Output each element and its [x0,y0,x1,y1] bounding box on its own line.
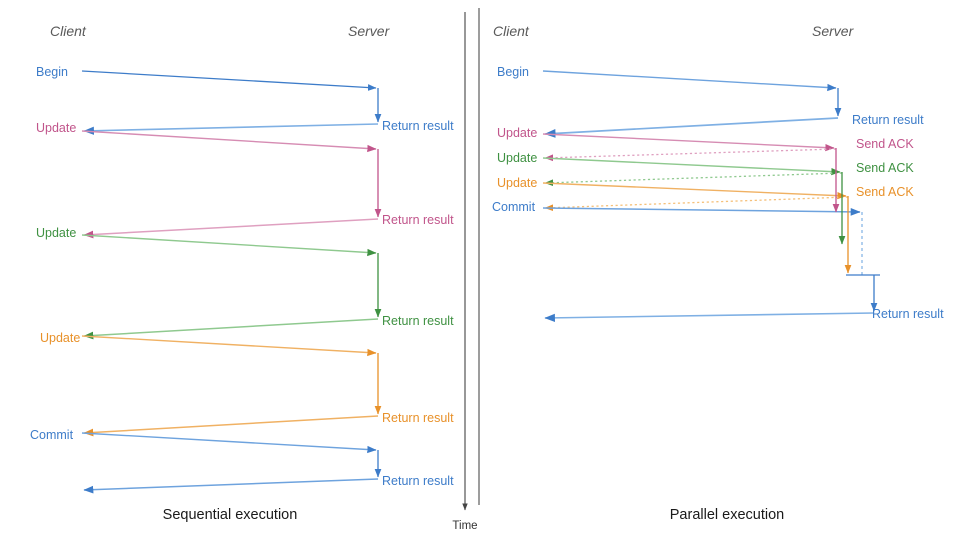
message-commit-parallel: Commit [492,200,861,216]
message-label-update: Update [497,126,537,140]
message-return-result-2-sequential: Return result [83,149,454,239]
message-return-result-4-sequential: Return result [83,353,454,437]
message-label-send-ack: Send ACK [856,137,914,151]
message-label-return-result: Return result [382,119,454,133]
message-update-1-sequential: Update [36,121,377,153]
panel-sequential: Client Server Begin Return result Update [30,23,454,523]
message-label-begin: Begin [36,65,68,79]
message-label-return-result: Return result [382,474,454,488]
message-arrow-dashed [544,196,849,212]
panel-parallel: Client Server Begin Return result Update… [492,23,944,523]
message-begin-sequential: Begin [36,65,377,91]
message-update-2-parallel: Update [497,151,841,176]
message-update-1-parallel: Update [497,126,835,152]
message-return-result-2-parallel: Return result [544,307,944,323]
message-label-commit: Commit [30,428,74,442]
message-update-3-parallel: Update [497,176,847,200]
message-send-ack-2-parallel: Send ACK [544,161,914,187]
message-arrow [81,335,377,357]
message-label-return-result: Return result [382,314,454,328]
message-arrow [544,117,839,138]
panel-caption-parallel: Parallel execution [670,507,784,523]
message-label-return-result: Return result [852,113,924,127]
message-label-update: Update [497,176,537,190]
message-return-result-1-sequential: Return result [83,88,454,135]
message-arrow [81,234,377,257]
actor-label-server-parallel: Server [812,23,855,39]
message-arrow [542,182,847,200]
message-arrow-dashed [544,148,837,162]
message-arrow [81,130,377,153]
message-arrow [83,318,379,340]
message-return-result-1-parallel: Return result [544,88,924,138]
message-arrow [83,218,379,239]
message-commit-sequential: Commit [30,428,377,454]
actor-label-client-parallel: Client [493,23,530,39]
message-arrow [542,207,861,216]
message-return-result-3-sequential: Return result [83,253,454,340]
actor-label-client-sequential: Client [50,23,87,39]
message-update-2-sequential: Update [36,226,377,257]
message-begin-parallel: Begin [497,65,837,92]
message-label-return-result: Return result [872,307,944,321]
message-arrow [81,432,377,454]
message-label-send-ack: Send ACK [856,185,914,199]
time-axis: Time [452,12,478,532]
message-label-begin: Begin [497,65,529,79]
message-arrow [542,133,835,152]
message-label-return-result: Return result [382,411,454,425]
message-label-update: Update [36,226,76,240]
message-label-commit: Commit [492,200,536,214]
message-arrow [544,312,875,323]
message-update-3-sequential: Update [40,331,377,357]
message-send-ack-1-parallel: Send ACK [544,137,914,162]
message-arrow [83,123,379,135]
message-arrow [83,415,379,437]
message-return-result-5-sequential: Return result [83,450,454,494]
message-label-send-ack: Send ACK [856,161,914,175]
message-label-update: Update [497,151,537,165]
message-label-update: Update [36,121,76,135]
time-axis-label: Time [452,520,477,532]
message-arrow [542,157,841,176]
actor-label-server-sequential: Server [348,23,391,39]
message-arrow [81,70,377,91]
message-send-ack-3-parallel: Send ACK [544,185,914,212]
panel-caption-sequential: Sequential execution [163,507,298,523]
message-arrow [83,478,379,494]
message-arrow-dashed [544,172,843,187]
message-arrow [542,70,837,92]
message-label-update: Update [40,331,80,345]
message-label-return-result: Return result [382,213,454,227]
